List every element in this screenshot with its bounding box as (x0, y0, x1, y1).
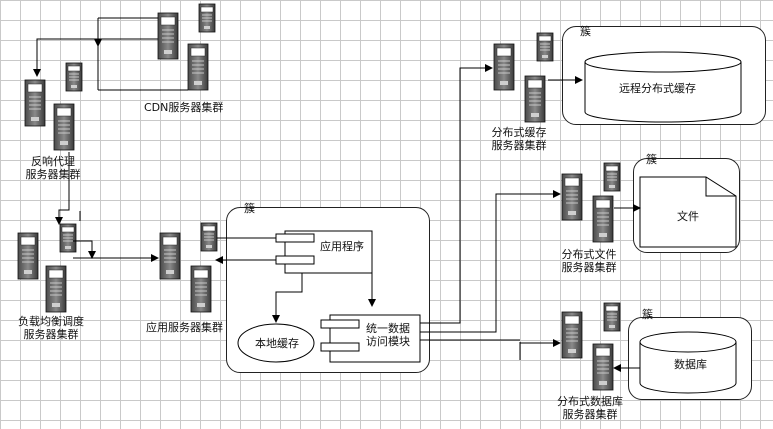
application-label: 应用程序 (320, 240, 364, 253)
data-access-label-line2: 访问模块 (366, 335, 410, 348)
data-access-label: 统一数据 访问模块 (360, 322, 416, 348)
file-label: 文件 (677, 210, 699, 223)
load-balancer-label-line2: 服务器集群 (23, 328, 79, 341)
application-component (275, 230, 373, 274)
cache-cluster-tag: 簇 (580, 25, 591, 38)
local-cache-label: 本地缓存 (255, 337, 299, 350)
remote-cache-label: 远程分布式缓存 (619, 82, 696, 95)
dist-cache-servers-label-line2: 服务器集群 (491, 139, 547, 152)
load-balancer-label-line1: 负载均衡调度 (18, 315, 84, 328)
reverse-proxy-label-line2: 服务器集群 (25, 168, 81, 181)
data-access-component (320, 314, 421, 363)
cache-server-group (493, 32, 554, 123)
reverse-proxy-server-group (24, 62, 83, 151)
app-servers-label: 应用服务器集群 (146, 321, 223, 334)
db-cluster-tag: 簇 (642, 308, 653, 321)
cdn-cluster-label: CDN服务器集群 (144, 101, 224, 114)
reverse-proxy-label-line1: 反响代理 (31, 155, 75, 168)
database-cylinder (639, 331, 737, 394)
local-cache-shape (237, 323, 315, 363)
dist-db-servers-label: 分布式数据库 服务器集群 (548, 395, 632, 421)
cdn-server-group (157, 3, 216, 91)
dist-file-servers-label: 分布式文件 服务器集群 (554, 248, 624, 274)
file-shape (639, 176, 737, 248)
load-balancer-server-group (17, 223, 77, 313)
file-server-group (561, 162, 621, 243)
dist-cache-servers-label: 分布式缓存 服务器集群 (484, 126, 554, 152)
load-balancer-label: 负载均衡调度 服务器集群 (3, 315, 99, 341)
dist-file-servers-label-line1: 分布式文件 (561, 248, 617, 261)
connectors (33, 17, 641, 372)
dist-cache-servers-label-line1: 分布式缓存 (491, 126, 547, 139)
file-cluster-tag: 簇 (646, 153, 657, 166)
reverse-proxy-label: 反响代理 服务器集群 (18, 155, 88, 181)
app-cluster-tag: 簇 (244, 202, 255, 215)
db-server-group (561, 302, 621, 391)
database-label: 数据库 (674, 358, 707, 371)
remote-cache-cylinder (584, 51, 742, 123)
dist-file-servers-label-line2: 服务器集群 (561, 261, 617, 274)
dist-db-servers-label-line1: 分布式数据库 (557, 395, 623, 408)
data-access-label-line1: 统一数据 (366, 322, 410, 335)
app-server-group (159, 222, 218, 313)
dist-db-servers-label-line2: 服务器集群 (562, 408, 618, 421)
